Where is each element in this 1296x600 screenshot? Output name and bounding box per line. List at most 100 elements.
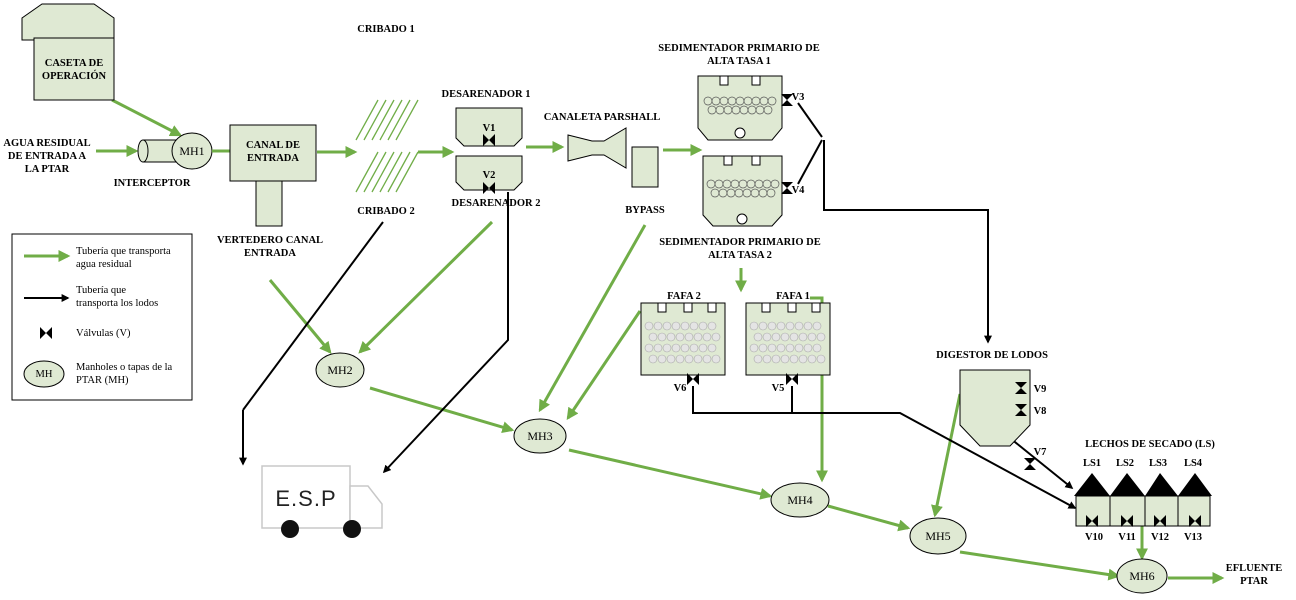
canal-de-entrada: CANAL DE ENTRADA VERTEDERO CANAL ENTRADA: [217, 124, 323, 259]
legend-mh-label-1: Manholes o tapas de la: [76, 362, 173, 373]
pipe-mh5-mh6: [959, 550, 1121, 581]
desarenador2-label: DESARENADOR 2: [452, 198, 541, 209]
mh1-label: MH1: [179, 144, 204, 158]
legend-sludge-label-2: transporta los lodos: [76, 298, 158, 309]
pipe-digestor-mh5: [931, 393, 962, 518]
canal-label-1: CANAL DE: [246, 140, 300, 151]
legend-water-label-1: Tubería que transporta: [76, 246, 171, 257]
bypass-box: [631, 146, 659, 188]
pipe-fafa2-mh3: [566, 310, 642, 420]
manhole-mh3: MH3: [513, 418, 567, 454]
sedimentador1-label-1: SEDIMENTADOR PRIMARIO DE: [658, 43, 819, 54]
legend-water-label-2: agua residual: [76, 259, 132, 270]
v7-label: V7: [1034, 447, 1047, 458]
caseta-label-1: CASETA DE: [45, 58, 103, 69]
v5-label: V5: [772, 383, 785, 394]
pipe-fafa-lechos: [692, 386, 1077, 509]
interceptor-label: INTERCEPTOR: [114, 178, 191, 189]
manhole-mh1: MH1: [171, 132, 213, 170]
fafa-1: FAFA 1 V5: [745, 291, 831, 394]
efluente-label-1: EFLUENTE: [1226, 563, 1283, 574]
sedimentador2-label-2: ALTA TASA 2: [708, 250, 772, 261]
legend-mh-symbol: MH: [36, 369, 53, 380]
mh3-label: MH3: [527, 429, 552, 443]
legend-manhole-icon: [23, 360, 65, 388]
agua-residual-label-2: DE ENTRADA A: [8, 151, 87, 162]
v8-label: V8: [1034, 406, 1047, 417]
legend: Tubería que transporta agua residual Tub…: [11, 233, 193, 401]
canaleta-parshall: CANALETA PARSHALL BYPASS: [544, 112, 665, 216]
mh6-label: MH6: [1129, 569, 1154, 583]
v10-label: V10: [1085, 532, 1103, 543]
v6-label: V6: [674, 383, 687, 394]
cribado2-screen: [355, 151, 419, 193]
desarenador1-label: DESARENADOR 1: [442, 89, 531, 100]
desarenador-1: DESARENADOR 1 V1: [442, 89, 531, 147]
pipe-mh4-mh5: [827, 504, 911, 532]
vertedero-label-2: ENTRADA: [244, 248, 296, 259]
pipe-v3-junction: [797, 102, 823, 138]
v7-valve-icon: [1024, 458, 1036, 470]
ls4-label: LS4: [1184, 458, 1203, 469]
manhole-mh2: MH2: [315, 352, 365, 388]
v11-label: V11: [1118, 532, 1136, 543]
canal-label-2: ENTRADA: [247, 153, 299, 164]
pipe-mh3-mh4: [568, 448, 773, 500]
efluente-label-2: PTAR: [1240, 576, 1268, 587]
caseta-de-operacion: CASETA DE OPERACIÓN: [21, 3, 115, 101]
mh5-label: MH5: [925, 529, 950, 543]
desarenador-2: V2 DESARENADOR 2: [452, 155, 541, 209]
manhole-mh5: MH5: [909, 517, 967, 555]
truck-label: E.S.P: [275, 486, 336, 511]
cribado1-label: CRIBADO 1: [357, 24, 414, 35]
v2-label: V2: [483, 170, 496, 181]
cribado2-label: CRIBADO 2: [357, 206, 414, 217]
pipe-vertedero-mh2: [268, 279, 332, 354]
pipe-desarenador-truck: [382, 192, 509, 474]
digestor-label: DIGESTOR DE LODOS: [936, 350, 1048, 361]
ls1-label: LS1: [1083, 458, 1101, 469]
pipe-v4-junction: [797, 139, 823, 185]
legend-sludge-label-1: Tubería que: [76, 285, 126, 296]
v3-label: V3: [792, 92, 805, 103]
fafa2-label: FAFA 2: [667, 291, 701, 302]
vertedero-label-1: VERTEDERO CANAL: [217, 235, 323, 246]
sedimentador1-label-2: ALTA TASA 1: [707, 56, 771, 67]
caseta-label-2: OPERACIÓN: [42, 70, 107, 82]
pipe-sedimentador-digestor: [823, 140, 992, 344]
agua-residual-label-3: LA PTAR: [25, 164, 70, 175]
sedimentador-1: SEDIMENTADOR PRIMARIO DE ALTA TASA 1 V3: [658, 43, 820, 141]
truck-icon: E.S.P: [261, 465, 383, 538]
digestor-de-lodos: DIGESTOR DE LODOS V9 V8 V7: [936, 350, 1048, 470]
legend-mh-label-2: PTAR (MH): [76, 375, 129, 386]
v13-label: V13: [1184, 532, 1202, 543]
water-pipes: [96, 98, 1225, 584]
lechos-de-secado: LECHOS DE SECADO (LS) LS1 LS2 LS3 LS4 V1…: [1074, 439, 1215, 543]
manhole-mh6: MH6: [1116, 558, 1168, 594]
sedimentador2-label-1: SEDIMENTADOR PRIMARIO DE: [659, 237, 820, 248]
pipe-cribado-truck-a: [242, 221, 384, 411]
pipe-bypass-mh3: [538, 224, 647, 413]
sludge-pipes: [239, 102, 1077, 509]
mh2-label: MH2: [327, 363, 352, 377]
fafa1-label: FAFA 1: [776, 291, 810, 302]
ls3-label: LS3: [1149, 458, 1167, 469]
v1-label: V1: [483, 123, 496, 134]
lechos-label: LECHOS DE SECADO (LS): [1085, 439, 1215, 450]
legend-valve-label: Válvulas (V): [76, 328, 131, 339]
agua-residual-label-1: AGUA RESIDUAL: [3, 138, 90, 149]
v4-label: V4: [792, 185, 806, 196]
pipe-fafa1-mh4: [810, 296, 828, 483]
pipe-caseta-mh1: [111, 98, 183, 137]
fafa-2: FAFA 2 V6: [640, 291, 726, 394]
v9-label: V9: [1034, 384, 1047, 395]
parshall-label: CANALETA PARSHALL: [544, 112, 661, 123]
ls2-label: LS2: [1116, 458, 1134, 469]
sedimentador-2: V4 SEDIMENTADOR PRIMARIO DE ALTA TASA 2: [659, 155, 821, 261]
v12-label: V12: [1151, 532, 1169, 543]
mh4-label: MH4: [787, 493, 812, 507]
bypass-label: BYPASS: [625, 205, 665, 216]
manhole-mh4: MH4: [770, 482, 830, 518]
cribado1-screen: [355, 99, 419, 141]
